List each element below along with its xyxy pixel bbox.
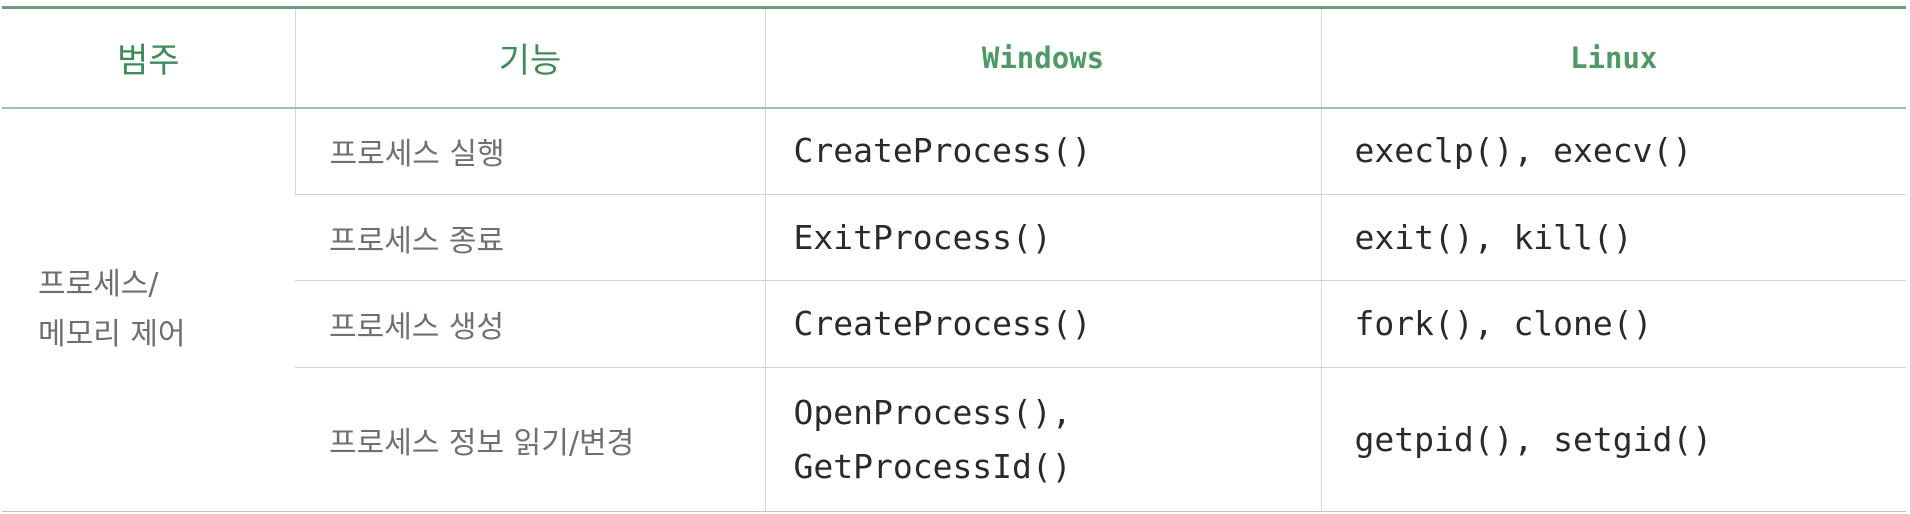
header-function: 기능 (294, 6, 765, 109)
table-row: 프로세스 종료 ExitProcess() exit(), kill() (2, 194, 1906, 281)
table-row: 프로세스/ 메모리 제어 프로세스 실행 CreateProcess() exe… (2, 107, 1906, 512)
header-category: 범주 (2, 6, 295, 109)
function-cell: 프로세스 종료 (295, 194, 765, 281)
windows-call: ExitProcess() (793, 217, 1052, 257)
category-line-1: 프로세스/ (38, 266, 159, 302)
windows-cell: CreateProcess() (764, 280, 1321, 368)
header-linux: Linux (1320, 6, 1906, 109)
linux-cell: fork(), clone() (1320, 280, 1906, 368)
windows-call: OpenProcess(), (793, 392, 1072, 432)
windows-call: GetProcessId() (793, 446, 1072, 486)
windows-cell: CreateProcess() (764, 107, 1321, 195)
table-body: 프로세스/ 메모리 제어 프로세스 실행 CreateProcess() exe… (2, 107, 1906, 512)
header-row: 범주 기능 Windows Linux (2, 6, 1906, 109)
system-call-table-container: 범주 기능 Windows Linux 프로세스/ 메모리 제어 프로세스 실행… (2, 6, 1906, 512)
linux-cell: getpid(), setgid() (1320, 367, 1906, 512)
windows-cell: ExitProcess() (764, 194, 1321, 281)
function-cell: 프로세스 생성 (295, 280, 765, 368)
table-row: 프로세스 생성 CreateProcess() fork(), clone() (2, 280, 1906, 368)
category-cell: 프로세스/ 메모리 제어 (2, 107, 295, 512)
header-windows: Windows (764, 6, 1321, 109)
linux-cell: execlp(), execv() (1320, 107, 1906, 195)
windows-cell: OpenProcess(), GetProcessId() (764, 367, 1321, 512)
table-header: 범주 기능 Windows Linux (2, 6, 1906, 109)
category-line-2: 메모리 제어 (38, 316, 186, 352)
windows-call: CreateProcess() (793, 131, 1092, 171)
windows-call: CreateProcess() (793, 304, 1092, 343)
linux-cell: exit(), kill() (1320, 194, 1906, 281)
function-cell: 프로세스 실행 (294, 107, 765, 195)
table-row: 프로세스 정보 읽기/변경 OpenProcess(), GetProcessI… (2, 367, 1906, 512)
function-cell: 프로세스 정보 읽기/변경 (295, 367, 765, 512)
system-call-table: 범주 기능 Windows Linux 프로세스/ 메모리 제어 프로세스 실행… (2, 6, 1906, 512)
